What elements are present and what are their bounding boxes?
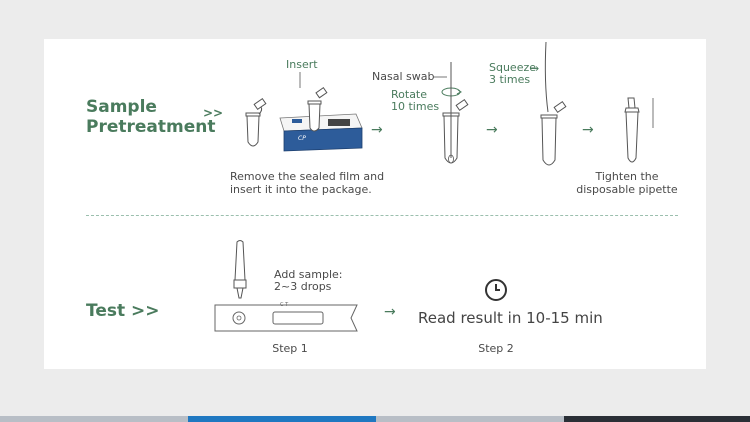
- footer-bar-2: [188, 416, 376, 422]
- arrow-4: →: [384, 304, 396, 320]
- step1-label: Step 1: [272, 342, 308, 355]
- cassette-marks: C T: [280, 302, 289, 308]
- squeeze-line1: Squeeze: [489, 61, 537, 74]
- pretreatment-title-line2: Pretreatment: [86, 117, 216, 137]
- nasal-swab-label: Nasal swab: [372, 70, 435, 83]
- pretreatment-chevron: >>: [203, 106, 224, 120]
- swab-in-tube-icon: [442, 62, 469, 164]
- package-logo: CP: [298, 135, 306, 142]
- arrow-3: →: [582, 122, 594, 138]
- swab-leader-line: [433, 76, 447, 78]
- kit-package-icon: [279, 113, 363, 152]
- pipette-tube-icon: [624, 97, 654, 163]
- footer-bar-1: [0, 416, 188, 422]
- squeeze-tube-icon: [540, 41, 567, 166]
- dropper-bottle-icon: [233, 240, 247, 299]
- read-result-text: Read result in 10-15 min: [418, 309, 603, 327]
- extraction-tube-icon: [245, 97, 267, 147]
- squeeze-arrow: →: [530, 62, 540, 75]
- section-divider: [86, 215, 678, 216]
- clock-icon: [485, 279, 507, 301]
- rotate-line1: Rotate: [391, 88, 428, 101]
- tighten-line1: Tighten the: [595, 170, 659, 183]
- instruction-card: [44, 39, 706, 369]
- squeeze-line2: 3 times: [489, 73, 531, 86]
- footer-bar-3: [376, 416, 564, 422]
- tighten-line2: disposable pipette: [576, 183, 678, 196]
- pretreatment-title-line1: Sample: [86, 97, 157, 117]
- test-title: Test >>: [86, 301, 160, 321]
- footer-bar-4: [564, 416, 750, 422]
- insert-leader-line: [299, 72, 301, 88]
- step1-caption-line2: insert it into the package.: [230, 183, 372, 196]
- inserted-tube-icon: [307, 86, 328, 132]
- add-sample-line1: Add sample:: [274, 268, 343, 281]
- step2-label: Step 2: [478, 342, 514, 355]
- test-cassette-icon: [214, 304, 358, 332]
- arrow-1: →: [371, 122, 383, 138]
- rotate-line2: 10 times: [391, 100, 440, 113]
- add-sample-line2: 2~3 drops: [274, 280, 332, 293]
- arrow-2: →: [486, 122, 498, 138]
- insert-label: Insert: [286, 58, 318, 71]
- step1-caption-line1: Remove the sealed film and: [230, 170, 385, 183]
